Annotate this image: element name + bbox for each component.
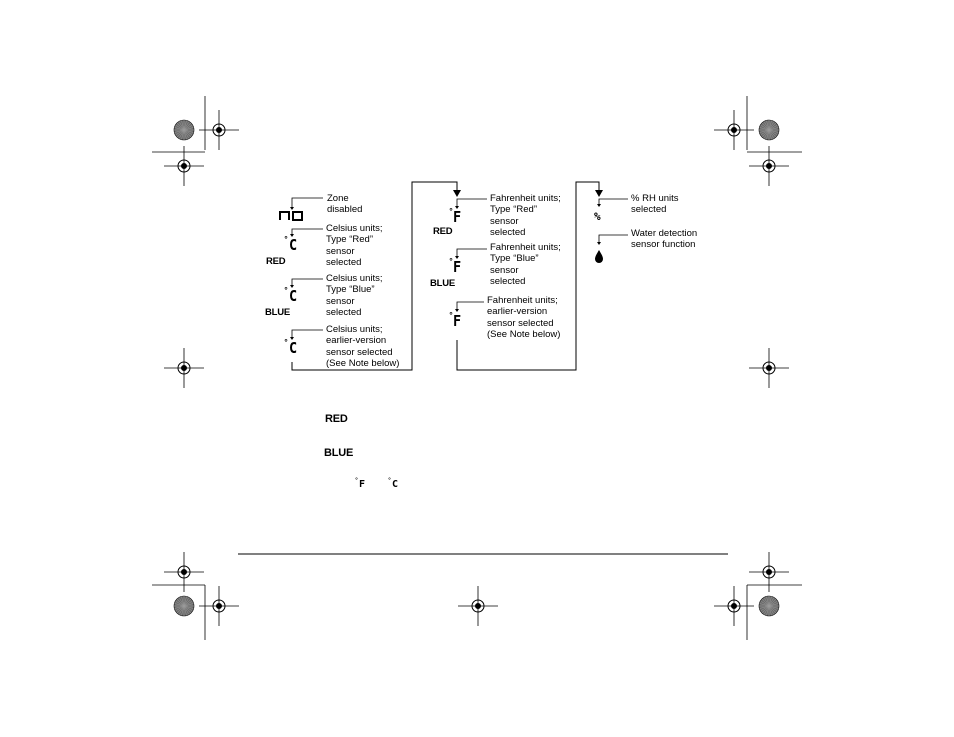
note-blue-tag: BLUE (324, 447, 354, 459)
leader-zone-disabled (291, 197, 323, 209)
registration-target-icon (164, 146, 204, 186)
red-tag: RED (266, 256, 286, 267)
registration-disc-ray (759, 127, 779, 133)
degree-symbol: ° (284, 286, 288, 295)
flow-connectors (291, 181, 600, 371)
lcd-fahrenheit-symbol: F (453, 312, 462, 330)
degree-symbol: ° (284, 338, 288, 347)
registration-target-icon (199, 586, 239, 626)
lcd-fahrenheit-symbol: F (453, 208, 462, 226)
lcd-no-display (279, 211, 303, 221)
registration-target-icon (164, 552, 204, 592)
label-celsius-red: Celsius units; Type “Red” sensor selecte… (326, 223, 383, 268)
registration-target-icon (714, 586, 754, 626)
note-fahrenheit-symbol: F (359, 479, 366, 490)
label-fahrenheit-blue: Fahrenheit units; Type “Blue” sensor sel… (490, 242, 561, 287)
leader-fahrenheit-blue (456, 248, 487, 258)
printer-registration-marks (152, 96, 802, 640)
connector-col1-to-col2 (291, 181, 458, 371)
degree-symbol: ° (388, 477, 391, 484)
registration-disc-ray (174, 603, 194, 609)
degree-symbol: ° (284, 235, 288, 244)
registration-target-icon (749, 348, 789, 388)
leader-celsius-earlier (291, 329, 323, 339)
registration-target-icon (714, 110, 754, 150)
label-celsius-earlier: Celsius units; earlier-version sensor se… (326, 324, 400, 369)
lcd-celsius-symbol: C (289, 339, 298, 357)
water-drop-icon (595, 250, 603, 263)
blue-tag: BLUE (265, 307, 291, 318)
leader-lines (291, 197, 628, 339)
leader-water (598, 234, 628, 244)
registration-target-icon (199, 110, 239, 150)
registration-target-icon (458, 586, 498, 626)
degree-symbol: ° (449, 257, 453, 266)
label-rh-units: % RH units selected (631, 193, 679, 216)
registration-disc-ray (174, 127, 194, 133)
blue-tag: BLUE (430, 278, 456, 289)
lcd-celsius-symbol: C (289, 287, 298, 305)
leader-celsius-red (291, 228, 323, 236)
leader-tips (290, 204, 601, 340)
degree-symbol: ° (449, 207, 453, 216)
registration-target-icon (749, 146, 789, 186)
leader-rh (598, 198, 628, 206)
label-zone-disabled: Zone disabled (327, 193, 363, 216)
leader-fahrenheit-earlier (456, 301, 484, 311)
label-water-detection: Water detection sensor function (631, 228, 698, 251)
red-tag: RED (433, 226, 453, 237)
label-fahrenheit-earlier: Fahrenheit units; earlier-version sensor… (487, 295, 561, 340)
degree-symbol: ° (355, 477, 358, 484)
lcd-celsius-symbol: C (289, 236, 298, 254)
registration-disc-ray (759, 603, 779, 609)
flow-arrowheads (453, 190, 603, 197)
label-celsius-blue: Celsius units; Type “Blue” sensor select… (326, 273, 383, 318)
arrowhead-col2 (453, 190, 461, 197)
label-fahrenheit-red: Fahrenheit units; Type “Red” sensor sele… (490, 193, 561, 238)
arrowhead-col3 (595, 190, 603, 197)
lcd-fahrenheit-symbol: F (453, 258, 462, 276)
degree-symbol: ° (449, 311, 453, 320)
registration-target-icon (164, 348, 204, 388)
connector-col2-to-col3 (456, 181, 600, 371)
note-celsius-symbol: C (392, 479, 399, 490)
note-red-tag: RED (325, 413, 348, 425)
leader-celsius-blue (291, 278, 323, 287)
leader-fahrenheit-red (456, 198, 487, 208)
percent-rh-symbol: % (594, 210, 601, 223)
registration-target-icon (749, 552, 789, 592)
